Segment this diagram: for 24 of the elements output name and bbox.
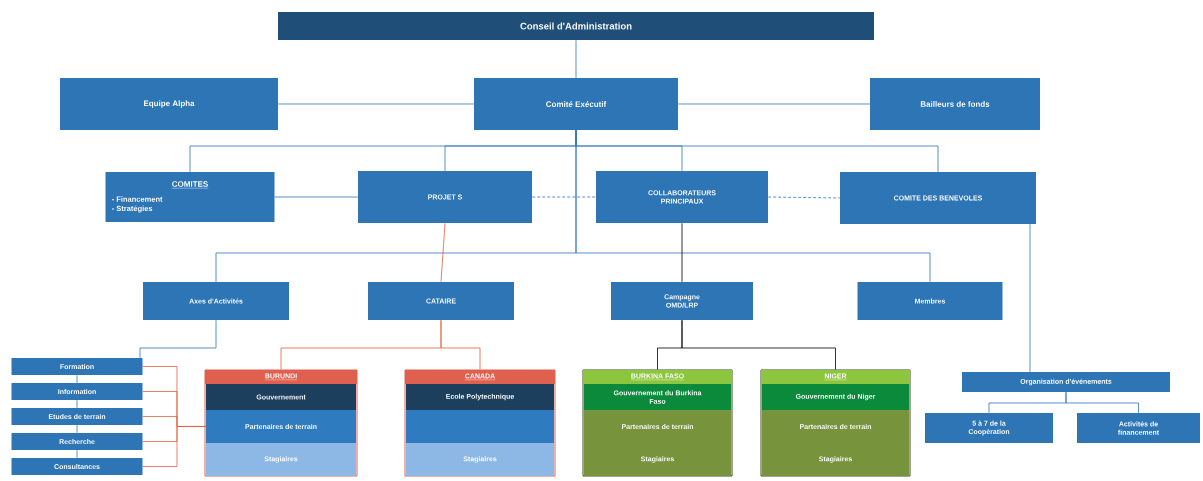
- connector-line: [76, 374, 78, 384]
- org-chart-box: Conseil d'Administration: [278, 12, 874, 40]
- connector-line: [767, 196, 841, 199]
- connector-line: [531, 196, 597, 198]
- connector-line: [440, 319, 481, 370]
- connector-line: [76, 424, 78, 434]
- connector-line: [274, 196, 359, 198]
- org-chart-box: Comité Exécutif: [474, 78, 678, 130]
- connector-line: [76, 449, 78, 459]
- org-chart-box: Bailleurs de fonds: [870, 78, 1040, 130]
- connector-line: [142, 426, 207, 467]
- connector-line: [677, 103, 871, 105]
- connector-line: [139, 319, 217, 359]
- connector-line: [1065, 391, 1139, 414]
- connector-line: [440, 222, 446, 283]
- org-chart-box: Equipe Alpha: [60, 78, 278, 130]
- connector-line: [575, 39, 577, 79]
- connector-line: [277, 103, 475, 105]
- connector-line: [681, 222, 683, 283]
- connector-line: [1029, 223, 1031, 373]
- connector-line: [681, 319, 836, 370]
- connector-line: [76, 399, 78, 409]
- connector-line: [575, 129, 931, 283]
- table-row: [406, 410, 554, 443]
